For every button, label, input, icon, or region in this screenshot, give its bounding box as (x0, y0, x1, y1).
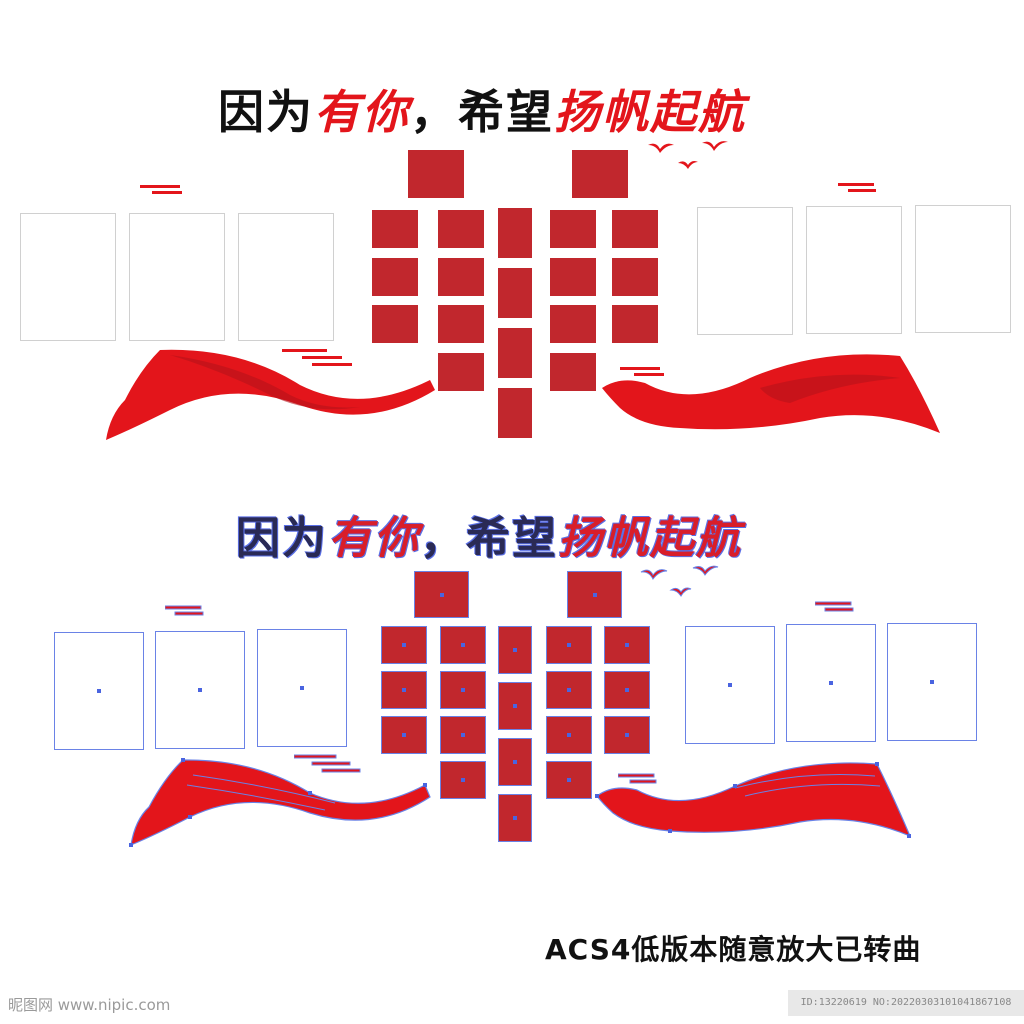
photo-block (498, 626, 532, 674)
photo-frame (129, 213, 225, 341)
photo-block (550, 210, 596, 248)
photo-frame (786, 624, 876, 742)
top-title-part4: 扬帆起航 (554, 85, 746, 139)
photo-block (550, 258, 596, 296)
cloud-decoration-left (165, 605, 204, 616)
ribbon-right (602, 354, 940, 433)
photo-block (414, 571, 469, 618)
photo-block (372, 258, 418, 296)
photo-block (440, 761, 486, 799)
anchor-point (198, 688, 202, 692)
photo-block (546, 716, 592, 754)
top-title-part3: ，希望 (410, 85, 554, 139)
photo-block (572, 150, 628, 198)
photo-frame (155, 631, 245, 749)
photo-frame (20, 213, 116, 341)
photo-block (546, 626, 592, 664)
photo-block (546, 671, 592, 709)
photo-block (438, 258, 484, 296)
photo-block (612, 210, 658, 248)
bottom-title-part3: ，希望 (420, 513, 558, 564)
birds-icon (648, 141, 728, 169)
photo-block (372, 305, 418, 343)
photo-block (498, 682, 532, 730)
cloud-decoration-mid-right (618, 773, 657, 784)
photo-block (498, 738, 532, 786)
photo-block (408, 150, 464, 198)
anchor-point (829, 681, 833, 685)
ribbon-right (595, 762, 912, 838)
photo-block (440, 716, 486, 754)
photo-block (438, 210, 484, 248)
anchor-point (300, 686, 304, 690)
cloud-decoration-right (838, 183, 876, 192)
top-title-part2: 有你 (314, 85, 410, 139)
cloud-decoration-right (815, 601, 854, 612)
photo-block (567, 571, 622, 618)
photo-block (604, 626, 650, 664)
photo-block (498, 268, 532, 318)
photo-block (550, 305, 596, 343)
bottom-title-part4: 扬帆起航 (558, 513, 742, 564)
birds-icon (640, 565, 719, 597)
caption-text: ACS4低版本随意放大已转曲 (545, 933, 922, 966)
top-title-part1: 因为 (218, 85, 314, 139)
photo-block (381, 716, 427, 754)
photo-block (440, 626, 486, 664)
cloud-decoration-mid (294, 754, 361, 773)
cloud-decoration-mid (282, 349, 352, 366)
photo-block (550, 353, 596, 391)
photo-frame (238, 213, 334, 341)
ribbon-left (106, 349, 435, 440)
ribbon-left (129, 758, 431, 847)
photo-frame (887, 623, 977, 741)
photo-frame (257, 629, 347, 747)
photo-block (440, 671, 486, 709)
photo-block (438, 353, 484, 391)
anchor-point (97, 689, 101, 693)
id-watermark: ID:13220619 NO:20220303101041867108 (788, 990, 1024, 1016)
photo-frame (685, 626, 775, 744)
photo-block (381, 626, 427, 664)
photo-block (381, 671, 427, 709)
photo-frame (697, 207, 793, 335)
photo-frame (806, 206, 902, 334)
photo-block (372, 210, 418, 248)
photo-block (604, 671, 650, 709)
photo-block (498, 328, 532, 378)
site-watermark: 昵图网 www.nipic.com (8, 996, 171, 1014)
photo-block (498, 794, 532, 842)
bottom-title: 因为有你，希望扬帆起航 (236, 502, 742, 566)
photo-block (612, 305, 658, 343)
photo-block (438, 305, 484, 343)
photo-block (498, 208, 532, 258)
photo-block (612, 258, 658, 296)
photo-block (604, 716, 650, 754)
anchor-point (930, 680, 934, 684)
cloud-decoration-mid-right (620, 367, 664, 376)
bottom-title-part1: 因为 (236, 513, 328, 564)
bottom-title-part2: 有你 (328, 513, 420, 564)
photo-frame (54, 632, 144, 750)
photo-block (546, 761, 592, 799)
photo-frame (915, 205, 1011, 333)
photo-block (498, 388, 532, 438)
cloud-decoration-left (140, 185, 182, 194)
top-title: 因为有你，希望扬帆起航 (218, 76, 746, 142)
anchor-point (728, 683, 732, 687)
